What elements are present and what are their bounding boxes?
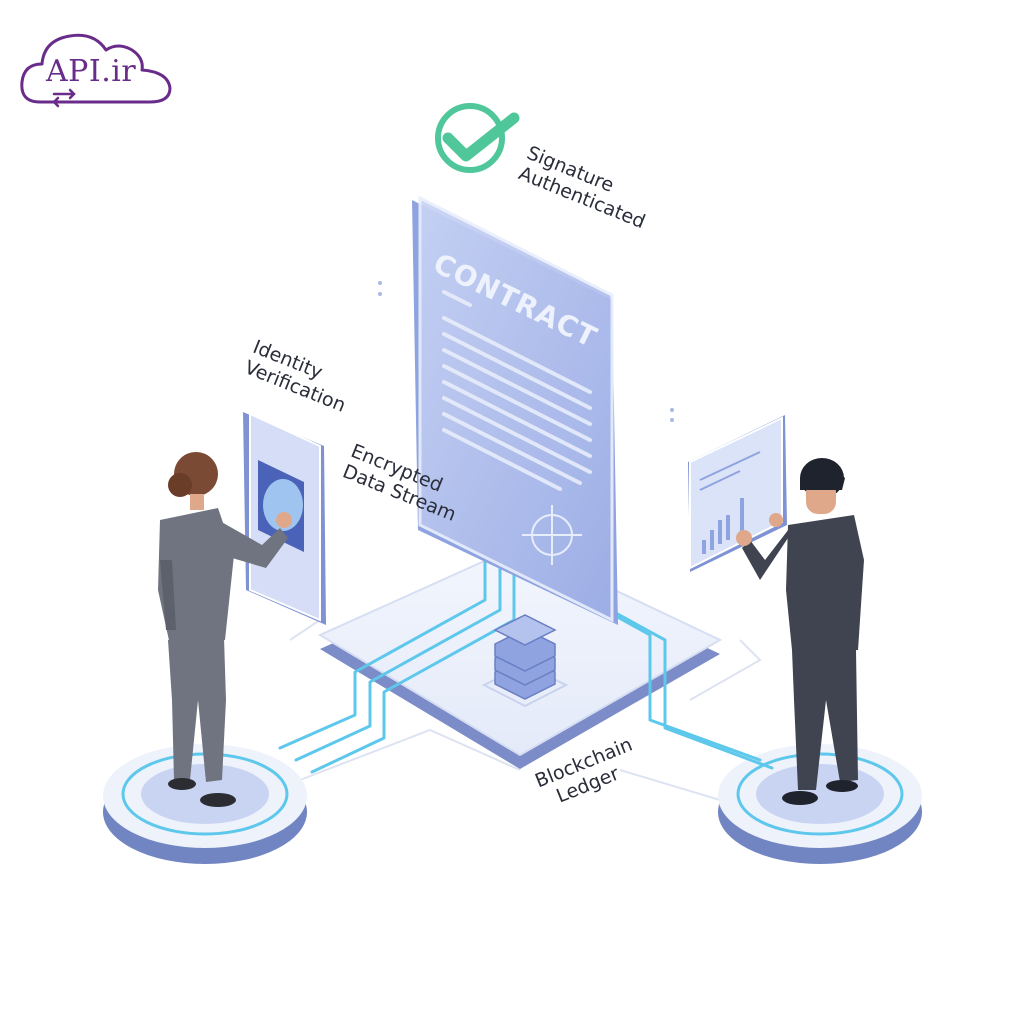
brand-logo[interactable]: API.ir <box>18 20 178 112</box>
decorative-dots <box>378 281 674 422</box>
cloud-icon <box>20 33 172 108</box>
fingerprint-icon <box>263 479 303 531</box>
logo-text: API.ir <box>46 54 137 89</box>
analytics-panel <box>688 415 787 572</box>
businessman-figure <box>736 458 864 805</box>
database-stack-icon <box>481 614 569 708</box>
right-pedestal <box>718 744 922 864</box>
bar-chart-icon <box>702 498 744 554</box>
check-circle-icon <box>435 103 520 173</box>
businesswoman-figure <box>158 452 292 807</box>
signature-seal-icon <box>522 505 582 565</box>
ground-lines <box>289 619 762 801</box>
contract-document <box>412 195 618 625</box>
sync-arrows-icon <box>52 88 76 108</box>
